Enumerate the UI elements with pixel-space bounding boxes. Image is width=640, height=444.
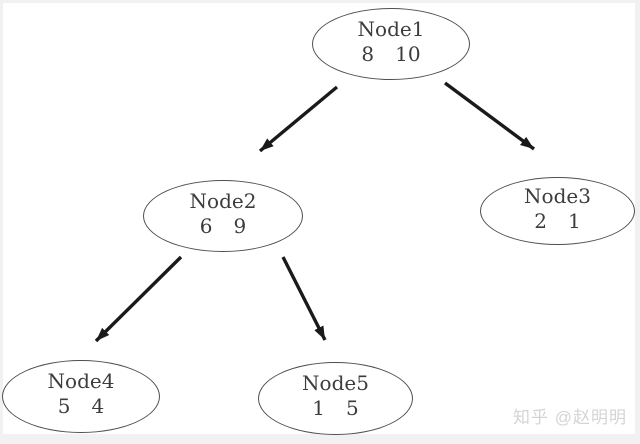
node-value: 4: [91, 394, 105, 418]
node-title: Node2: [189, 188, 257, 213]
tree-node-3: Node3 2 1: [480, 177, 635, 245]
tree-node-5: Node5 1 5: [258, 362, 413, 435]
edge-node2-to-node5: [281, 256, 327, 341]
node-value: 5: [346, 396, 359, 420]
node-title: Node5: [302, 371, 369, 395]
tree-node-4: Node4 5 4: [2, 360, 160, 433]
node-title: Node4: [47, 369, 115, 393]
node-values: 8 10: [361, 42, 420, 67]
node-title: Node1: [357, 16, 425, 41]
watermark: 知乎 @赵明明: [513, 408, 627, 427]
node-value: 2: [534, 208, 547, 233]
node-value: 6: [199, 213, 213, 238]
node-value: 1: [312, 396, 325, 420]
node-value: 10: [395, 41, 421, 66]
node-value: 1: [568, 208, 581, 233]
tree-node-2: Node2 6 9: [143, 180, 303, 252]
node-values: 5 4: [58, 394, 104, 419]
edge-node2-to-node4: [94, 255, 183, 343]
node-value: 9: [233, 213, 247, 238]
node-value: 8: [361, 41, 375, 66]
edge-node1-to-node2: [258, 85, 339, 153]
tree-node-1: Node1 8 10: [312, 8, 470, 80]
node-values: 6 9: [200, 214, 246, 239]
node-value: 5: [57, 394, 71, 418]
node-values: 1 5: [312, 396, 358, 421]
edge-node1-to-node3: [443, 81, 536, 151]
node-values: 2 1: [534, 209, 580, 234]
node-title: Node3: [524, 183, 591, 208]
